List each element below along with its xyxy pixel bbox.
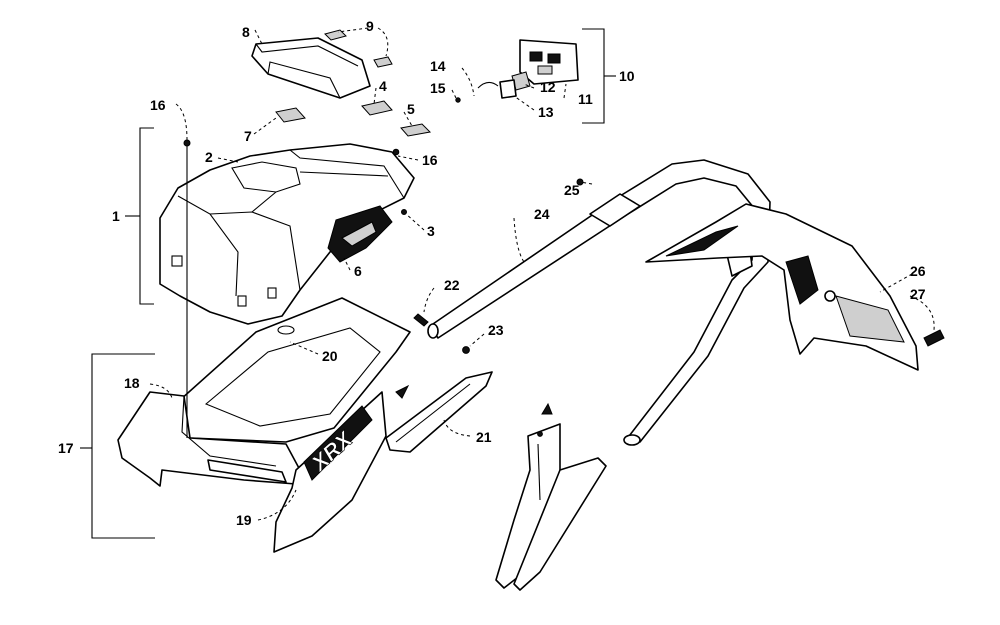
part-16-screw-right [392, 148, 400, 156]
leader-lines [149, 27, 935, 521]
part-7-decal [275, 107, 306, 123]
part-27-screw [923, 329, 945, 347]
bracket-assembly-1 [139, 127, 154, 305]
callout-16-top: 16 [150, 97, 166, 113]
part-26-snow-flap [645, 203, 919, 371]
part-8-mount-plate [251, 37, 371, 99]
part-16-screw-top [183, 139, 191, 147]
part-11-taillight [519, 39, 579, 85]
part-21-rail-right [495, 423, 607, 591]
part-18-rear-housing [117, 391, 301, 487]
callout-1: 1 [112, 208, 120, 224]
callout-labels: 1 2 3 4 5 6 7 8 9 10 11 12 13 14 15 16 1… [58, 18, 926, 528]
callout-4: 4 [379, 78, 387, 94]
callout-14: 14 [430, 58, 446, 74]
callout-12: 12 [540, 79, 556, 95]
arrow-marker-bracket [541, 402, 553, 415]
bracket-assembly-17 [91, 353, 155, 539]
callout-25: 25 [564, 182, 580, 198]
callout-10: 10 [619, 68, 635, 84]
part-19-side-panel: XRX [273, 391, 387, 553]
callout-21: 21 [476, 429, 492, 445]
part-2-rear-cover [159, 143, 415, 325]
part-4-decal [361, 100, 393, 116]
callout-8: 8 [242, 24, 250, 40]
callout-18: 18 [124, 375, 140, 391]
callout-23: 23 [488, 322, 504, 338]
callout-20: 20 [322, 348, 338, 364]
arrow-marker-tray [395, 384, 410, 399]
callout-9: 9 [366, 18, 374, 34]
part-24-bumper-tube [427, 159, 771, 446]
part-13-connector [499, 79, 517, 99]
callout-7: 7 [244, 128, 252, 144]
callout-22: 22 [444, 277, 460, 293]
callout-19: 19 [236, 512, 252, 528]
callout-3: 3 [427, 223, 435, 239]
part-14-wire [477, 81, 499, 89]
part-9-clips [324, 29, 393, 68]
callout-17: 17 [58, 440, 74, 456]
part-23-nut [462, 346, 470, 354]
part-15-screw [455, 97, 461, 103]
part-3-screw [401, 209, 407, 215]
part-5-decal [400, 123, 432, 137]
callout-11: 11 [578, 91, 593, 107]
callout-5: 5 [407, 101, 415, 117]
callout-13: 13 [538, 104, 554, 120]
callout-24: 24 [534, 206, 550, 222]
callout-15: 15 [430, 80, 446, 96]
callout-2: 2 [205, 149, 213, 165]
callout-6: 6 [354, 263, 362, 279]
callout-16-right: 16 [422, 152, 438, 168]
part-21-rail-left [385, 371, 493, 453]
callout-26: 26 [910, 263, 926, 279]
part-6-graphic-highlight [341, 221, 377, 247]
bracket-assembly-10 [582, 28, 605, 124]
part-22-bolt [413, 313, 429, 327]
callout-27: 27 [910, 286, 926, 302]
